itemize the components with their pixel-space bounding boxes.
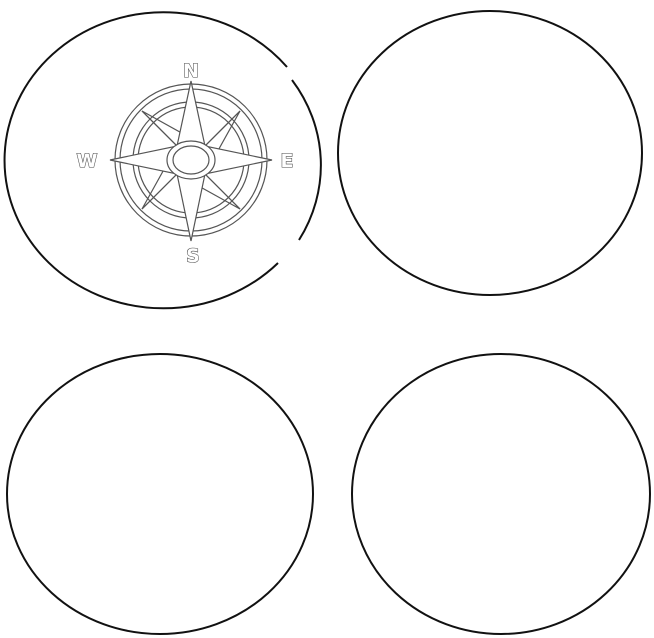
circle-bottom-left bbox=[7, 354, 313, 634]
compass-label-north: N bbox=[183, 60, 199, 82]
circle-top-left-right-arc bbox=[292, 80, 321, 240]
compass-label-east: E bbox=[281, 150, 294, 172]
compass-hub-inner bbox=[173, 146, 209, 174]
circle-top-right bbox=[338, 11, 642, 295]
circle-bottom-right bbox=[352, 354, 650, 634]
compass-label-west: W bbox=[77, 150, 98, 172]
compass-label-south: S bbox=[186, 245, 200, 267]
compass-rose bbox=[110, 81, 272, 241]
